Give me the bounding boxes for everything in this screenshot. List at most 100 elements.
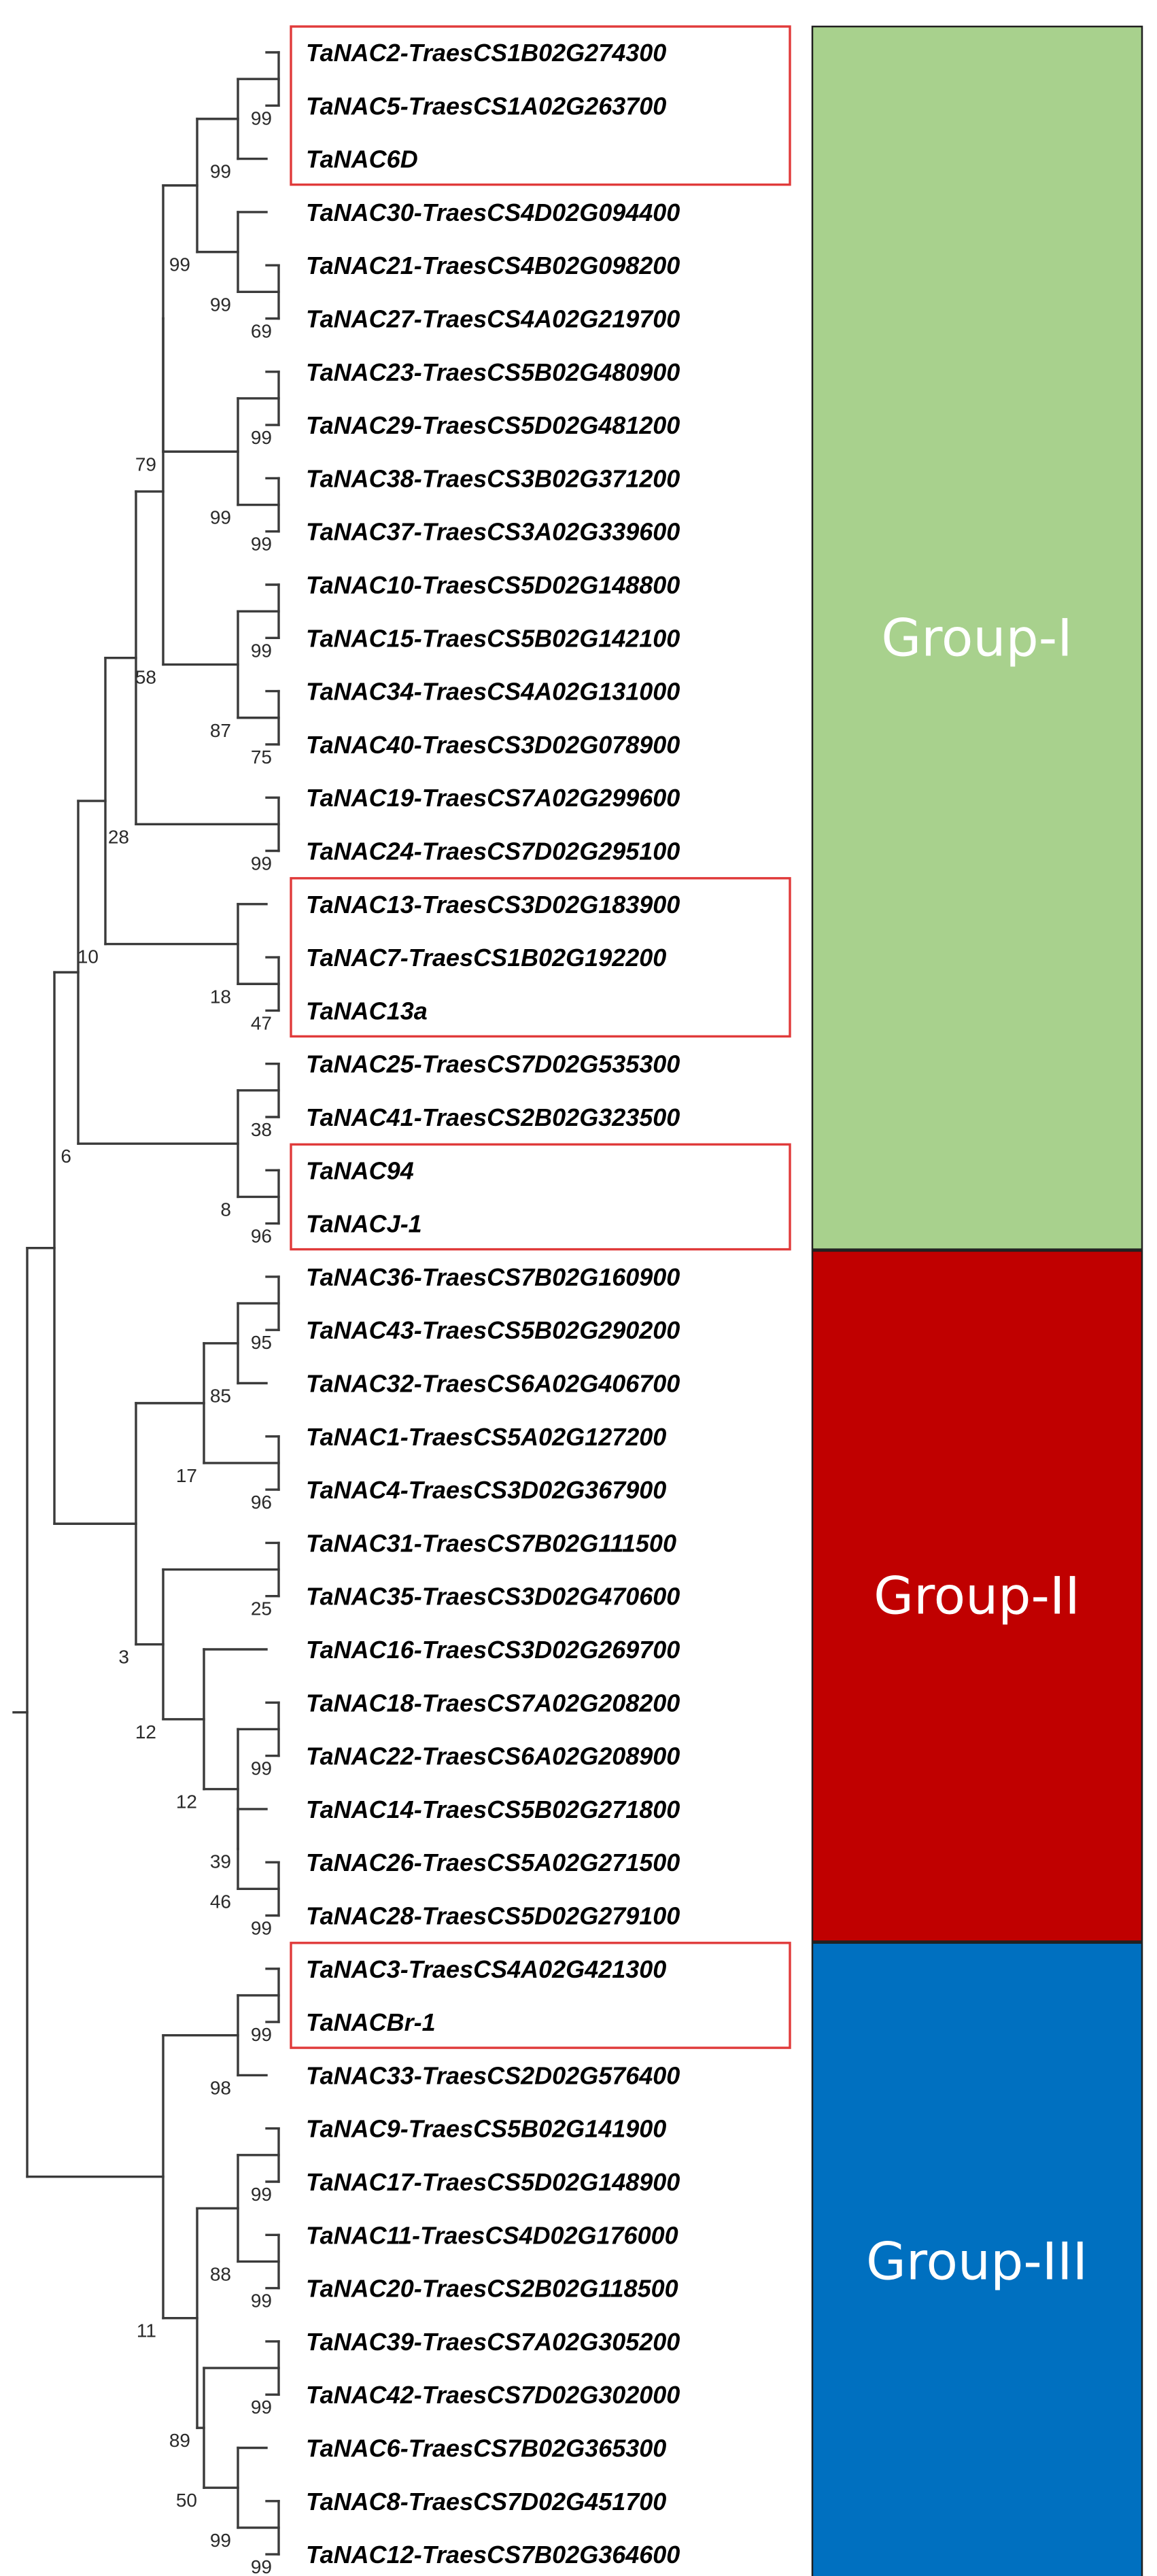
bootstrap-value: 39 bbox=[210, 1851, 231, 1872]
bootstrap-value: 28 bbox=[108, 826, 129, 847]
bootstrap-value: 99 bbox=[210, 294, 231, 315]
highlight-box bbox=[290, 877, 791, 1038]
bootstrap-value: 17 bbox=[176, 1465, 197, 1486]
bootstrap-value: 96 bbox=[251, 1226, 272, 1247]
taxon-label: TaNAC13a bbox=[306, 997, 428, 1025]
taxon-label: TaNAC6D bbox=[306, 145, 418, 173]
taxon-label: TaNAC3-TraesCS4A02G421300 bbox=[306, 1955, 666, 1983]
taxon-label: TaNAC13-TraesCS3D02G183900 bbox=[306, 891, 680, 918]
bootstrap-value: 99 bbox=[251, 2290, 272, 2312]
tree-branches bbox=[12, 51, 280, 2556]
bootstrap-value: 88 bbox=[210, 2263, 231, 2284]
bootstrap-value: 89 bbox=[169, 2430, 190, 2451]
bootstrap-value: 99 bbox=[251, 2184, 272, 2205]
group-panel bbox=[811, 25, 1143, 1250]
taxon-label: TaNAC5-TraesCS1A02G263700 bbox=[306, 92, 666, 120]
bootstrap-value: 99 bbox=[251, 534, 272, 555]
taxon-label: TaNAC35-TraesCS3D02G470600 bbox=[306, 1583, 680, 1611]
bootstrap-value: 12 bbox=[176, 1791, 197, 1813]
bootstrap-value: 75 bbox=[251, 746, 272, 768]
taxon-label: TaNAC40-TraesCS3D02G078900 bbox=[306, 731, 680, 759]
taxon-label: TaNAC14-TraesCS5B02G271800 bbox=[306, 1796, 680, 1823]
bootstrap-value: 58 bbox=[135, 666, 156, 687]
taxon-label: TaNAC37-TraesCS3A02G339600 bbox=[306, 518, 680, 546]
taxon-label: TaNAC42-TraesCS7D02G302000 bbox=[306, 2381, 680, 2409]
highlight-boxes bbox=[290, 25, 791, 2049]
taxon-label: TaNAC16-TraesCS3D02G269700 bbox=[306, 1636, 680, 1664]
bootstrap-value: 12 bbox=[135, 1721, 156, 1742]
bootstrap-value: 47 bbox=[251, 1012, 272, 1033]
taxon-label: TaNAC9-TraesCS5B02G141900 bbox=[306, 2115, 666, 2143]
taxon-label: TaNAC1-TraesCS5A02G127200 bbox=[306, 1423, 666, 1451]
bootstrap-value: 50 bbox=[176, 2490, 197, 2511]
taxon-label: TaNAC10-TraesCS5D02G148800 bbox=[306, 571, 680, 599]
taxon-label: TaNAC21-TraesCS4B02G098200 bbox=[306, 252, 680, 279]
bootstrap-value: 99 bbox=[251, 2024, 272, 2045]
taxon-label: TaNAC25-TraesCS7D02G535300 bbox=[306, 1050, 680, 1078]
taxon-label: TaNAC8-TraesCS7D02G451700 bbox=[306, 2488, 666, 2515]
bootstrap-value: 99 bbox=[251, 2556, 272, 2576]
bootstrap-value: 10 bbox=[77, 946, 99, 967]
taxon-label: TaNAC2-TraesCS1B02G274300 bbox=[306, 39, 666, 67]
bootstrap-value: 6 bbox=[61, 1146, 71, 1167]
bootstrap-value: 96 bbox=[251, 1492, 272, 1513]
group-label: Group-II bbox=[874, 1566, 1080, 1626]
group-label: Group-III bbox=[866, 2231, 1088, 2291]
bootstrap-value: 99 bbox=[251, 1918, 272, 1939]
taxon-label: TaNAC18-TraesCS7A02G208200 bbox=[306, 1689, 680, 1717]
bootstrap-value: 99 bbox=[251, 107, 272, 128]
taxon-label: TaNAC24-TraesCS7D02G295100 bbox=[306, 838, 680, 865]
bootstrap-value: 99 bbox=[251, 853, 272, 874]
taxon-label: TaNAC27-TraesCS4A02G219700 bbox=[306, 305, 680, 333]
taxon-labels: TaNAC2-TraesCS1B02G274300TaNAC5-TraesCS1… bbox=[306, 39, 680, 2569]
group-label: Group-I bbox=[881, 607, 1072, 668]
taxon-label: TaNAC36-TraesCS7B02G160900 bbox=[306, 1263, 680, 1291]
highlight-box bbox=[290, 25, 791, 186]
bootstrap-value: 99 bbox=[210, 161, 231, 182]
bootstrap-value: 8 bbox=[220, 1199, 231, 1220]
taxon-label: TaNAC41-TraesCS2B02G323500 bbox=[306, 1103, 680, 1131]
bootstrap-value: 69 bbox=[251, 321, 272, 342]
bootstrap-value: 99 bbox=[251, 2397, 272, 2418]
bootstrap-value: 99 bbox=[210, 507, 231, 528]
bootstrap-value: 99 bbox=[210, 2530, 231, 2551]
bootstrap-value: 99 bbox=[251, 640, 272, 661]
taxon-label: TaNAC43-TraesCS5B02G290200 bbox=[306, 1316, 680, 1344]
bootstrap-value: 3 bbox=[118, 1647, 129, 1668]
bootstrap-value: 79 bbox=[135, 453, 156, 475]
taxon-label: TaNAC33-TraesCS2D02G576400 bbox=[306, 2061, 680, 2089]
bootstrap-support-values: 9999699999999999799975875899284718103896… bbox=[61, 107, 272, 2576]
taxon-label: TaNAC31-TraesCS7B02G111500 bbox=[306, 1529, 676, 1557]
highlight-box bbox=[290, 1143, 791, 1251]
bootstrap-value: 99 bbox=[251, 427, 272, 448]
taxon-label: TaNAC39-TraesCS7A02G305200 bbox=[306, 2328, 680, 2356]
taxon-label: TaNAC15-TraesCS5B02G142100 bbox=[306, 624, 680, 652]
taxon-label: TaNAC17-TraesCS5D02G148900 bbox=[306, 2168, 680, 2196]
taxon-label: TaNAC4-TraesCS3D02G367900 bbox=[306, 1476, 666, 1504]
taxon-label: TaNAC7-TraesCS1B02G192200 bbox=[306, 944, 666, 972]
taxon-label: TaNAC94 bbox=[306, 1156, 414, 1184]
bootstrap-value: 95 bbox=[251, 1332, 272, 1353]
taxon-label: TaNAC28-TraesCS5D02G279100 bbox=[306, 1902, 680, 1930]
bootstrap-value: 38 bbox=[251, 1119, 272, 1140]
bootstrap-value: 85 bbox=[210, 1386, 231, 1407]
bootstrap-value: 46 bbox=[210, 1891, 231, 1912]
taxon-label: TaNAC23-TraesCS5B02G480900 bbox=[306, 358, 680, 386]
bootstrap-value: 25 bbox=[251, 1598, 272, 1619]
taxon-label: TaNACBr-1 bbox=[306, 2008, 436, 2036]
taxon-label: TaNAC20-TraesCS2B02G118500 bbox=[306, 2275, 678, 2303]
taxon-label: TaNAC26-TraesCS5A02G271500 bbox=[306, 1849, 680, 1876]
taxon-label: TaNAC19-TraesCS7A02G299600 bbox=[306, 784, 680, 812]
taxon-label: TaNAC29-TraesCS5D02G481200 bbox=[306, 411, 680, 439]
bootstrap-value: 11 bbox=[137, 2320, 156, 2341]
bootstrap-value: 99 bbox=[251, 1758, 272, 1779]
taxon-label: TaNAC11-TraesCS4D02G176000 bbox=[306, 2221, 678, 2249]
taxon-label: TaNAC12-TraesCS7B02G364600 bbox=[306, 2541, 680, 2569]
taxon-label: TaNAC34-TraesCS4A02G131000 bbox=[306, 678, 680, 706]
highlight-box bbox=[290, 1942, 791, 2049]
group-panel bbox=[811, 1250, 1143, 1942]
taxon-label: TaNAC38-TraesCS3B02G371200 bbox=[306, 464, 680, 492]
bootstrap-value: 98 bbox=[210, 2077, 231, 2098]
bootstrap-value: 99 bbox=[169, 254, 190, 275]
